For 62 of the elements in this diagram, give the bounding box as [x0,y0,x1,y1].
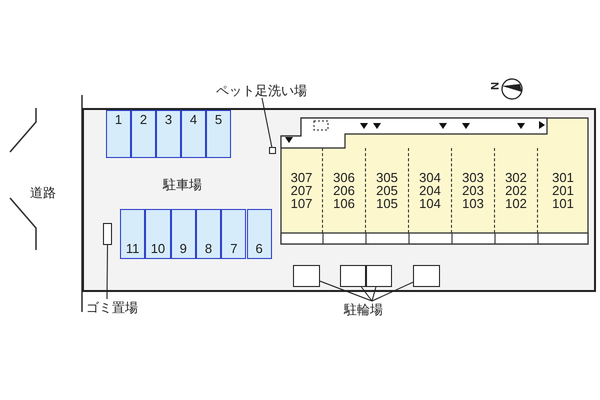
room-number: 105 [376,197,398,210]
facility-box [413,265,440,287]
room-number: 102 [505,197,527,210]
space-number: 4 [188,112,198,127]
parking-space [181,110,206,158]
leader-line [372,286,376,302]
room-number: 103 [462,197,484,210]
parking-space [120,209,146,259]
facility-box [293,265,320,287]
space-number: 3 [164,112,174,127]
leader-line [360,286,372,302]
facility-box [269,147,276,154]
space-number: 2 [138,112,148,127]
room-number: 205 [376,184,398,197]
space-number: 9 [178,241,188,256]
parking-space [221,209,246,259]
room-number: 207 [290,184,312,197]
space-number: 10 [150,241,166,256]
space-number: 6 [254,241,264,256]
facility-box [103,223,112,245]
facility-box [366,265,392,287]
room-number: 104 [419,197,441,210]
parking-space [196,209,222,259]
site-lot [82,108,596,292]
room-number: 202 [505,184,527,197]
facility-box [340,265,366,287]
room-number: 204 [419,184,441,197]
parking-space [131,110,156,158]
room-number: 107 [290,197,312,210]
parking-space [156,110,181,158]
room-number: 302 [505,171,527,184]
space-number: 5 [214,112,224,127]
leader-line [320,280,372,302]
space-number: 7 [229,241,238,256]
room-number: 203 [462,184,484,197]
road-label: 道路 [30,184,56,202]
room-number: 301 [552,171,574,184]
space-number: 8 [204,241,214,256]
room-number: 307 [290,171,312,184]
north-label: N [488,82,500,90]
parking-space [106,110,131,158]
space-number: 1 [114,112,124,127]
parking-space [145,209,171,259]
leader-line [372,282,414,302]
room-number: 306 [333,171,355,184]
room-number: 206 [333,184,355,197]
space-number: 11 [124,241,140,256]
leader-line [106,244,108,300]
room-number: 304 [419,171,441,184]
area-label: ゴミ置場 [86,299,150,315]
room-number: 303 [462,171,484,184]
leader-line [262,98,272,148]
area-label: ペット足洗い場 [216,82,322,98]
parking-space [246,209,272,259]
area-label: 駐輪場 [344,301,400,317]
room-number: 201 [552,184,574,197]
parking-space [170,209,196,259]
room-number: 305 [376,171,398,184]
room-number: 101 [552,197,574,210]
room-number: 106 [333,197,355,210]
area-label: 駐車場 [163,176,202,194]
parking-space [206,110,231,158]
